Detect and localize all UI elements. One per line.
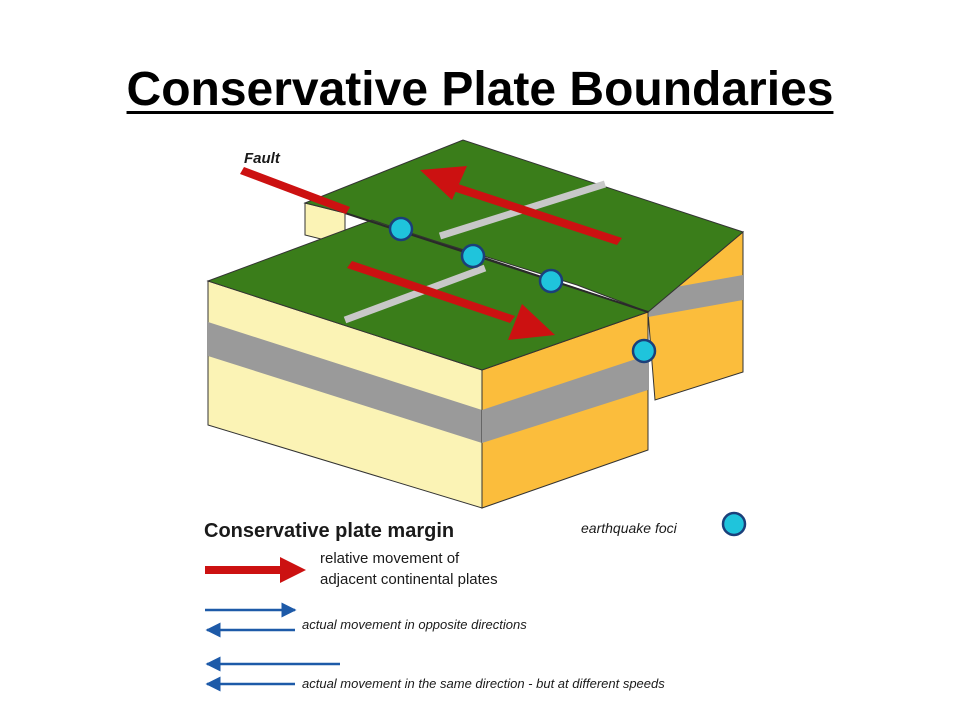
- legend-opposite-label: actual movement in opposite directions: [302, 617, 527, 632]
- legend-heading: Conservative plate margin: [204, 520, 454, 542]
- legend-red-arrow-icon: [205, 557, 306, 583]
- back-plate-block: [303, 139, 745, 401]
- fault-pointer-arrow: [240, 167, 350, 214]
- legend-same-label: actual movement in the same direction - …: [302, 676, 665, 691]
- front-block-side-band: [482, 355, 648, 443]
- relative-movement-arrow-front: [347, 261, 555, 340]
- front-road-stripe: [343, 264, 487, 324]
- legend-foci-icon: [721, 511, 747, 537]
- back-block-side-band: [648, 275, 743, 317]
- relative-movement-arrow-back: [420, 166, 622, 245]
- earthquake-focus-1: [388, 216, 414, 242]
- front-block-front-band: [208, 322, 482, 443]
- fault-label: Fault: [244, 150, 281, 167]
- legend-relative-line1: relative movement of: [320, 550, 460, 567]
- legend: Conservative plate margin earthquake foc…: [204, 511, 747, 692]
- legend-foci-label: earthquake foci: [581, 520, 678, 536]
- earthquake-focus-4: [631, 338, 657, 364]
- page-title: Conservative Plate Boundaries: [126, 63, 834, 116]
- legend-relative-line2: adjacent continental plates: [320, 571, 498, 588]
- earthquake-focus-2: [460, 243, 486, 269]
- earthquake-focus-3: [538, 268, 564, 294]
